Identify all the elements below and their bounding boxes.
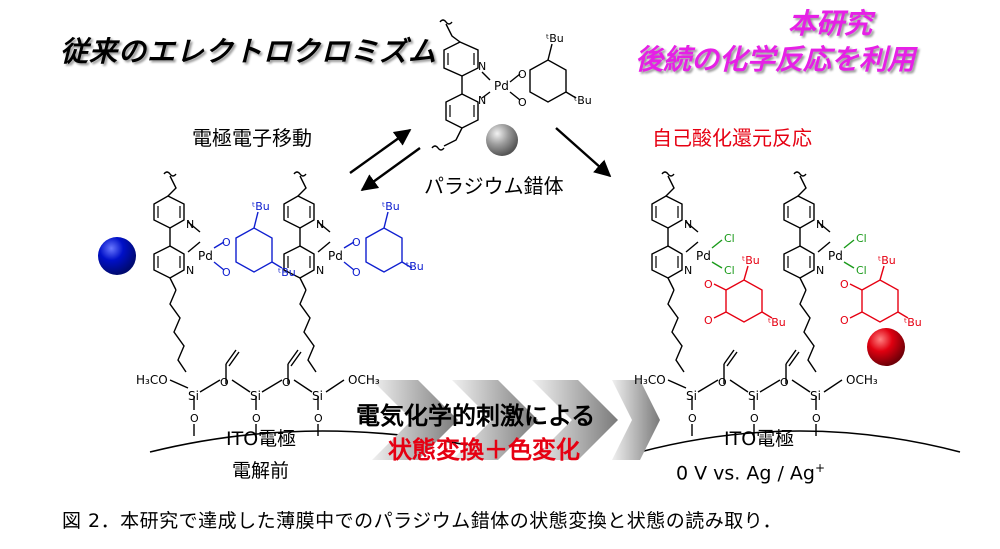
o-label-br3: O bbox=[812, 412, 821, 425]
si-label-l2: Si bbox=[250, 389, 261, 403]
si-label-r3: Si bbox=[810, 389, 821, 403]
o-label-q2a: O bbox=[840, 278, 849, 291]
o-label-top-2: O bbox=[518, 96, 527, 109]
o-label-q1b: O bbox=[704, 314, 713, 327]
pd-label-r2: Pd bbox=[828, 249, 843, 263]
n-label-r1b: N bbox=[684, 264, 692, 277]
o-label-sr2: O bbox=[780, 376, 789, 389]
o-label-sr1: O bbox=[718, 376, 727, 389]
cl-label-r2b: Cl bbox=[856, 264, 867, 277]
si-label-r1: Si bbox=[686, 389, 697, 403]
potential-value: 0 V vs. Ag / Ag bbox=[676, 462, 815, 485]
quinone-2 bbox=[849, 265, 909, 323]
state-change-label: 状態変換＋色変化 bbox=[388, 436, 580, 464]
och3-label-left: OCH₃ bbox=[348, 373, 380, 387]
o-label-sl1: O bbox=[220, 376, 229, 389]
quinone-1 bbox=[713, 265, 773, 323]
h3co-label-right: H₃CO bbox=[634, 373, 666, 387]
si-label-r2: Si bbox=[748, 389, 759, 403]
pd-label-l2: Pd bbox=[328, 249, 343, 263]
blue-ball-icon bbox=[98, 237, 136, 275]
subsequent-reaction-heading: 後続の化学反応を利用 bbox=[634, 43, 915, 76]
si-label-l1: Si bbox=[188, 389, 199, 403]
tbu-label-q2a: ᵗBu bbox=[878, 254, 896, 267]
right-film bbox=[639, 171, 961, 453]
pd-label-top: Pd bbox=[494, 79, 509, 93]
o-label-br2: O bbox=[750, 412, 759, 425]
tbu-label-l2a: ᵗBu bbox=[382, 200, 400, 213]
tbu-label-top-2: ᵗBu bbox=[574, 94, 592, 107]
o-label-top-1: O bbox=[518, 68, 527, 81]
tbu-label-l2b: ᵗBu bbox=[406, 260, 424, 273]
top-pd-complex bbox=[431, 19, 577, 151]
o-label-l2a: O bbox=[352, 236, 361, 249]
n-label-l1a: N bbox=[186, 218, 194, 231]
pd-label-l1: Pd bbox=[198, 249, 213, 263]
electrode-transfer-label: 電極電子移動 bbox=[192, 126, 312, 150]
n-label-r1a: N bbox=[684, 218, 692, 231]
n-label-l2a: N bbox=[316, 218, 324, 231]
o-label-bl1: O bbox=[190, 412, 199, 425]
o-label-br1: O bbox=[688, 412, 697, 425]
n-label-r2b: N bbox=[816, 264, 824, 277]
tbu-label-l1a: ᵗBu bbox=[252, 200, 270, 213]
n-label-l2b: N bbox=[316, 264, 324, 277]
o-label-sl2: O bbox=[282, 376, 291, 389]
right-electrode-surface bbox=[639, 430, 961, 453]
och3-label-right: OCH₃ bbox=[846, 373, 878, 387]
atom-labels: Pd N N O O ᵗBu ᵗBu Pd N N O O ᵗBu ᵗBu Pd… bbox=[136, 32, 922, 425]
pd-complex-label: パラジウム錯体 bbox=[424, 174, 564, 198]
grey-ball-icon bbox=[486, 124, 518, 156]
self-redox-label: 自己酸化還元反応 bbox=[652, 126, 812, 150]
tbu-label-q2b: ᵗBu bbox=[904, 316, 922, 329]
o-label-q1a: O bbox=[704, 278, 713, 291]
cl-label-r2a: Cl bbox=[856, 232, 867, 245]
n-label-top-1: N bbox=[478, 60, 486, 73]
tbu-label-q1a: ᵗBu bbox=[742, 254, 760, 267]
tbu-label-q1b: ᵗBu bbox=[768, 316, 786, 329]
h3co-label-left: H₃CO bbox=[136, 373, 168, 387]
before-electrolysis-label: 電解前 bbox=[232, 460, 290, 482]
stimulus-label: 電気化学的刺激による bbox=[356, 402, 596, 430]
process-chevrons bbox=[372, 380, 660, 460]
o-label-bl2: O bbox=[252, 412, 261, 425]
this-work-heading: 本研究 bbox=[787, 7, 872, 40]
conventional-ec-heading: 従来のエレクトロクロミズム bbox=[60, 35, 438, 68]
n-label-top-2: N bbox=[478, 94, 486, 107]
arrow-down-right bbox=[555, 127, 612, 178]
o-label-l2b: O bbox=[352, 266, 361, 279]
o-label-l1b: O bbox=[222, 266, 231, 279]
o-label-l1a: O bbox=[222, 236, 231, 249]
o-label-bl3: O bbox=[314, 412, 323, 425]
tbu-label-top-1: ᵗBu bbox=[546, 32, 564, 45]
figure-caption: 図 2．本研究で達成した薄膜中でのパラジウム錯体の状態変換と状態の読み取り． bbox=[62, 510, 782, 532]
cl-label-r1b: Cl bbox=[724, 264, 735, 277]
pd-label-r1: Pd bbox=[696, 249, 711, 263]
o-label-q2b: O bbox=[840, 314, 849, 327]
left-electrode-surface bbox=[149, 430, 501, 453]
red-ball-icon bbox=[867, 328, 905, 366]
arrow-down-left bbox=[360, 147, 421, 191]
tbu-label-l1b: ᵗBu bbox=[278, 266, 296, 279]
arrow-up-left bbox=[349, 129, 412, 174]
cl-label-r1a: Cl bbox=[724, 232, 735, 245]
n-label-l1b: N bbox=[186, 264, 194, 277]
n-label-r2a: N bbox=[816, 218, 824, 231]
ito-label-right: ITO電極 bbox=[724, 428, 795, 450]
left-film bbox=[149, 171, 501, 453]
si-label-l3: Si bbox=[312, 389, 323, 403]
potential-label: 0 V vs. Ag / Ag+ bbox=[676, 462, 825, 483]
ito-label-left: ITO電極 bbox=[226, 428, 297, 450]
potential-superscript: + bbox=[814, 461, 826, 475]
